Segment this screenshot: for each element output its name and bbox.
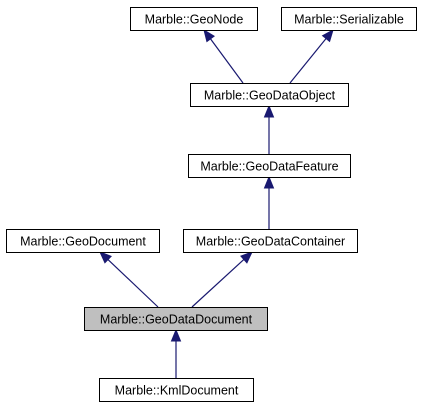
arrowhead-icon bbox=[263, 104, 275, 118]
class-node-geodatacontainer[interactable]: Marble::GeoDataContainer bbox=[183, 229, 358, 253]
class-node-geodataobject[interactable]: Marble::GeoDataObject bbox=[190, 83, 349, 107]
class-node-box bbox=[281, 7, 417, 31]
class-node-box bbox=[130, 7, 258, 31]
nodes-layer: Marble::GeoNode Marble::SerializableMarbl… bbox=[6, 7, 417, 402]
class-node-label: Marble::Serializable bbox=[294, 13, 404, 27]
edge-geodatadocument-to-geodatacontainer bbox=[191, 258, 245, 308]
arrowhead-icon bbox=[321, 28, 334, 43]
edge-geodataobject-to-geonode bbox=[210, 38, 244, 84]
edge-geodataobject-to-serializable bbox=[289, 38, 327, 84]
class-node-box bbox=[190, 83, 349, 107]
class-node-geodatafeature[interactable]: Marble::GeoDataFeature bbox=[188, 154, 351, 178]
class-node-serializable[interactable]: Marble::Serializable bbox=[281, 7, 417, 31]
class-node-label: Marble::GeoDataFeature bbox=[200, 160, 338, 174]
class-node-label: Marble::GeoDocument bbox=[20, 235, 146, 249]
class-node-label: Marble::GeoDataDocument bbox=[100, 313, 253, 327]
arrowhead-icon bbox=[99, 251, 112, 264]
edges-layer bbox=[99, 28, 334, 378]
class-node-label: Marble::GeoDataObject bbox=[204, 89, 336, 103]
class-node-label: Marble::GeoNode bbox=[145, 13, 244, 27]
class-node-box bbox=[6, 229, 160, 253]
arrowhead-icon bbox=[263, 175, 275, 189]
class-node-label: Marble::KmlDocument bbox=[115, 384, 239, 398]
class-node-box bbox=[183, 229, 358, 253]
class-node-label: Marble::GeoDataContainer bbox=[196, 235, 345, 249]
class-node-box bbox=[99, 378, 254, 402]
class-node-box bbox=[84, 307, 268, 331]
edge-geodatadocument-to-geodocument bbox=[107, 259, 159, 308]
arrowhead-icon bbox=[240, 251, 253, 264]
class-node-geodocument[interactable]: Marble::GeoDocument bbox=[6, 229, 160, 253]
class-node-box bbox=[188, 154, 351, 178]
class-node-geonode[interactable]: Marble::GeoNode bbox=[130, 7, 258, 31]
class-node-kmldocument[interactable]: Marble::KmlDocument bbox=[99, 378, 254, 402]
arrowhead-icon bbox=[170, 328, 182, 342]
class-node-geodatadocument[interactable]: Marble::GeoDataDocument bbox=[84, 307, 268, 331]
arrowhead-icon bbox=[203, 28, 215, 43]
